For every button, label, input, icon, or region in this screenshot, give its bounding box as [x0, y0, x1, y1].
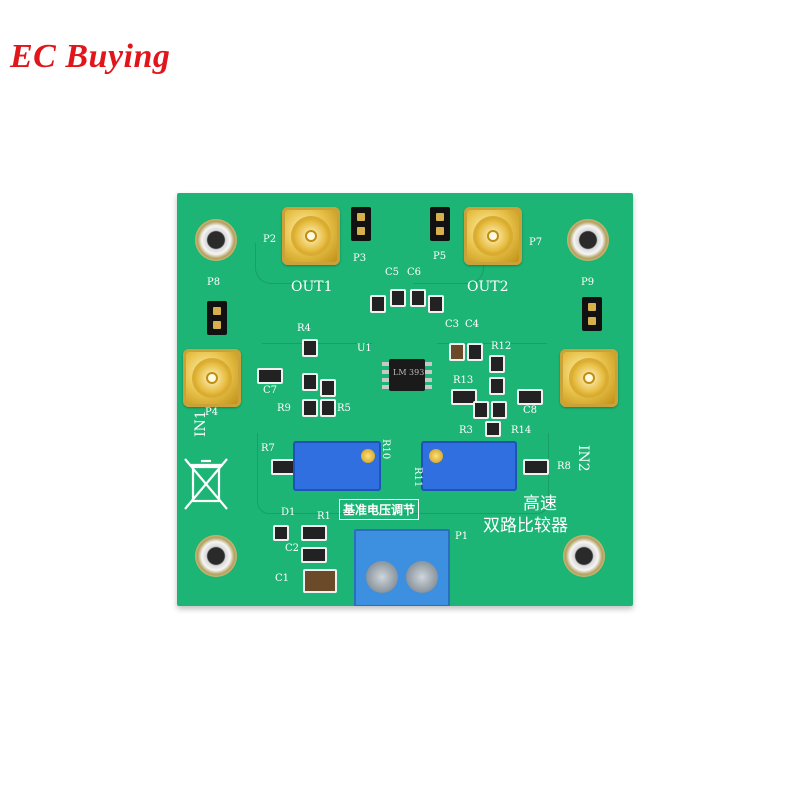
label-p9: P9: [581, 277, 595, 288]
diode-d1: [273, 525, 289, 541]
mounting-hole: [563, 535, 605, 577]
capacitor-c1: [303, 569, 337, 593]
label-reference-adjust: 基准电压调节: [339, 499, 420, 520]
jumper-p3[interactable]: [351, 207, 371, 241]
label-r13: R13: [453, 375, 474, 386]
label-r7: R7: [261, 443, 275, 454]
resistor: [473, 401, 489, 419]
label-r10: R10: [380, 439, 391, 460]
label-title-line1: 高速: [523, 494, 557, 514]
label-c5: C5: [385, 267, 400, 278]
capacitor: [390, 289, 406, 307]
label-d1: D1: [281, 507, 296, 518]
terminal-screw[interactable]: [366, 561, 398, 593]
resistor: [489, 377, 505, 395]
mounting-hole: [567, 219, 609, 261]
trace: [255, 243, 326, 284]
resistor-r3: [485, 421, 501, 437]
pcb-board: LM 393 P2 P3 P5 P7 P8 P9 P4 OUT1 OUT2 IN…: [177, 193, 633, 606]
label-r12: R12: [491, 341, 512, 352]
label-title-line2: 双路比较器: [483, 516, 568, 536]
label-c6: C6: [407, 267, 422, 278]
capacitor-c5: [370, 295, 386, 313]
resistor: [320, 379, 336, 397]
label-in1: IN1: [193, 410, 209, 437]
label-r14: R14: [511, 425, 532, 436]
label-p4: P4: [205, 407, 219, 418]
jumper-p9[interactable]: [582, 297, 602, 331]
sma-connector-out2[interactable]: [464, 207, 522, 265]
label-r5: R5: [337, 403, 351, 414]
trace: [437, 343, 547, 354]
label-p2: P2: [263, 234, 277, 245]
label-c7: C7: [263, 385, 278, 396]
label-u1: U1: [357, 343, 372, 354]
capacitor: [428, 295, 444, 313]
label-p8: P8: [207, 277, 221, 288]
resistor-r5: [320, 399, 336, 417]
terminal-screw[interactable]: [406, 561, 438, 593]
comparator-chip-u1: LM 393: [382, 359, 432, 391]
sma-connector-in1[interactable]: [183, 349, 241, 407]
brand-logo: EC Buying: [10, 38, 171, 75]
capacitor-c3: [449, 343, 465, 361]
label-p3: P3: [353, 253, 367, 264]
label-r9: R9: [277, 403, 291, 414]
capacitor-c8: [517, 389, 543, 405]
terminal-block-p1[interactable]: [354, 529, 450, 606]
resistor: [302, 373, 318, 391]
label-r11: R11: [412, 467, 423, 488]
jumper-p5[interactable]: [430, 207, 450, 241]
chip-marking: LM 393: [393, 368, 425, 377]
capacitor-c7: [257, 368, 283, 384]
label-c1: C1: [275, 573, 290, 584]
mounting-hole: [195, 219, 237, 261]
sma-connector-out1[interactable]: [282, 207, 340, 265]
mounting-hole: [195, 535, 237, 577]
potentiometer-r11[interactable]: [421, 441, 517, 491]
label-p7: P7: [529, 237, 543, 248]
label-r1: R1: [317, 511, 331, 522]
label-c2: C2: [285, 543, 300, 554]
weee-bin-icon: [184, 458, 228, 510]
label-p5: P5: [433, 251, 447, 262]
capacitor-c6: [410, 289, 426, 307]
label-r4: R4: [297, 323, 311, 334]
label-c3: C3: [445, 319, 460, 330]
capacitor-c2: [301, 547, 327, 563]
label-p1: P1: [455, 531, 469, 542]
resistor-r12: [489, 355, 505, 373]
resistor: [491, 401, 507, 419]
capacitor-c4: [467, 343, 483, 361]
label-c8: C8: [523, 405, 538, 416]
label-c4: C4: [465, 319, 480, 330]
jumper-p6[interactable]: [207, 301, 227, 335]
resistor-r13: [451, 389, 477, 405]
resistor-r4: [302, 339, 318, 357]
label-out2: OUT2: [467, 279, 509, 295]
resistor-r9: [302, 399, 318, 417]
resistor-r1: [301, 525, 327, 541]
resistor-r8: [523, 459, 549, 475]
potentiometer-r10[interactable]: [293, 441, 381, 491]
label-r8: R8: [557, 461, 571, 472]
label-in2: IN2: [575, 445, 591, 472]
sma-connector-in2[interactable]: [560, 349, 618, 407]
label-r3: R3: [459, 425, 473, 436]
label-out1: OUT1: [291, 279, 333, 295]
